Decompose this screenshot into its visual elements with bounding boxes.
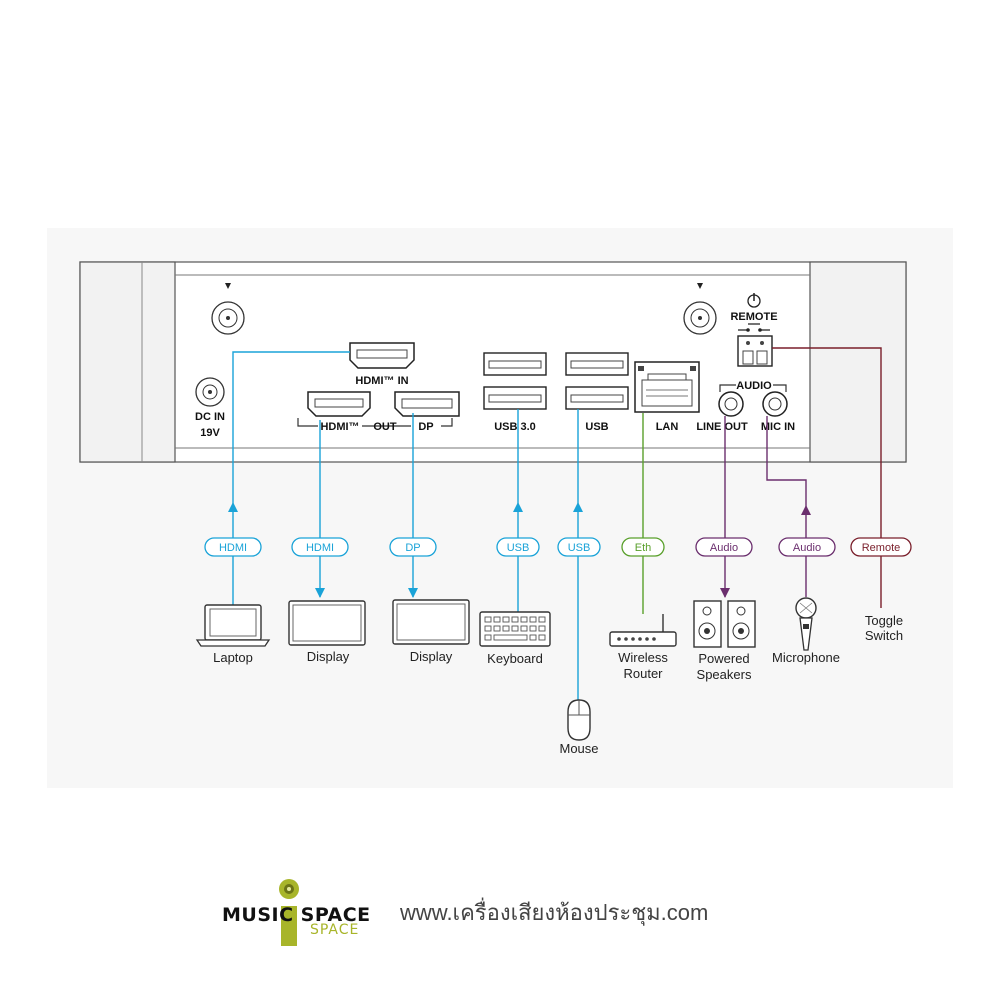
cable-display-hdmi: [315, 420, 325, 598]
display-icon: Display: [392, 599, 470, 664]
cable-speakers: [720, 416, 730, 598]
microphone-icon: Microphone: [772, 597, 840, 665]
audio-group-label: AUDIO: [736, 380, 772, 392]
lan-port: LAN: [634, 361, 700, 433]
tag-label: HDMI: [219, 542, 247, 554]
brand-logo: MUSIC SPACE SPACE: [222, 879, 371, 946]
usb-label: USB: [585, 421, 608, 433]
footer-branding: MUSIC SPACE SPACE www.เครื่องเสียงห้องปร…: [222, 879, 708, 946]
tag-label: Eth: [635, 542, 652, 554]
tag-remote: Remote: [850, 537, 912, 557]
remote-label: REMOTE: [730, 311, 777, 323]
tag-usb-keyboard: USB: [496, 537, 540, 557]
dc-in-label: DC IN: [195, 411, 225, 423]
display-icon: Display: [288, 600, 366, 664]
usb30-label: USB 3.0: [494, 421, 536, 433]
keyboard-icon: Keyboard: [479, 611, 551, 666]
remote-port: REMOTE: [730, 293, 778, 367]
toggle-switch: Toggle Switch: [865, 613, 903, 643]
tag-label: Audio: [793, 542, 821, 554]
mouse-icon: Mouse: [559, 699, 599, 756]
mic-in-label: MIC IN: [761, 421, 795, 433]
out-label: OUT: [373, 421, 397, 433]
cable-tags: HDMI HDMI DP USB USB Eth Audio Audio: [204, 537, 912, 557]
dc-voltage-label: 19V: [200, 427, 220, 439]
antenna-right: [683, 283, 717, 335]
mouse-label: Mouse: [559, 741, 598, 756]
rear-panel: DC IN 19V HDMI™ IN HDMI™ DP OUT: [47, 228, 953, 788]
antenna-left: [211, 283, 245, 335]
lan-label: LAN: [656, 421, 679, 433]
tag-label: Remote: [862, 542, 901, 554]
microphone-label: Microphone: [772, 650, 840, 665]
tag-audio-mic: Audio: [778, 537, 836, 557]
speakers-icon: Powered Speakers: [693, 600, 756, 682]
speakers-label-line2: Speakers: [697, 667, 752, 682]
dp-label: DP: [418, 421, 433, 433]
tag-hdmi-laptop: HDMI: [204, 537, 262, 557]
cable-laptop: [228, 351, 350, 605]
display-hdmi-label: Display: [307, 649, 350, 664]
hdmi-out-label: HDMI™: [320, 421, 359, 433]
laptop-icon: Laptop: [195, 604, 271, 665]
tag-label: Audio: [710, 542, 738, 554]
usb-ports: USB: [565, 352, 629, 433]
keyboard-label: Keyboard: [487, 651, 543, 666]
tag-dp: DP: [389, 537, 437, 557]
cable-remote: [772, 347, 882, 608]
cables: [228, 347, 882, 702]
display-dp-label: Display: [410, 649, 453, 664]
audio-ports: AUDIO LINE OUT MIC IN: [696, 380, 795, 433]
dc-in-port: DC IN 19V: [195, 377, 225, 439]
speakers-label-line1: Powered: [698, 651, 749, 666]
brand-subname: SPACE: [310, 922, 359, 938]
left-bracket: [79, 261, 176, 463]
cable-keyboard: [513, 409, 523, 612]
dp-port: DP: [394, 391, 460, 433]
toggle-label-line1: Toggle: [865, 613, 903, 628]
tag-label: DP: [405, 542, 420, 554]
logo-bar: [281, 906, 297, 946]
tag-audio-speakers: Audio: [695, 537, 753, 557]
usb30-ports: USB 3.0: [483, 352, 547, 433]
hdmi-out-port: HDMI™: [307, 391, 371, 433]
devices: Laptop Display Display Keyboard: [195, 597, 903, 756]
brand-name: MUSIC SPACE: [222, 904, 371, 926]
tag-label: USB: [507, 542, 530, 554]
tag-label: USB: [568, 542, 591, 554]
router-label-line2: Router: [623, 666, 663, 681]
laptop-label: Laptop: [213, 650, 253, 665]
line-out-label: LINE OUT: [696, 421, 748, 433]
router-icon: Wireless Router: [609, 614, 677, 681]
toggle-label-line2: Switch: [865, 628, 903, 643]
tag-label: HDMI: [306, 542, 334, 554]
tag-usb-mouse: USB: [557, 537, 601, 557]
right-bracket: [809, 261, 907, 463]
tag-hdmi-display: HDMI: [291, 537, 349, 557]
tag-eth: Eth: [621, 537, 665, 557]
hdmi-in-port: HDMI™ IN: [349, 342, 415, 387]
out-group-bracket: OUT: [297, 418, 453, 433]
website-link[interactable]: www.เครื่องเสียงห้องประชุม.com: [399, 897, 708, 926]
router-label-line1: Wireless: [618, 650, 668, 665]
hdmi-in-label: HDMI™ IN: [355, 375, 408, 387]
cable-display-dp: [408, 413, 418, 598]
